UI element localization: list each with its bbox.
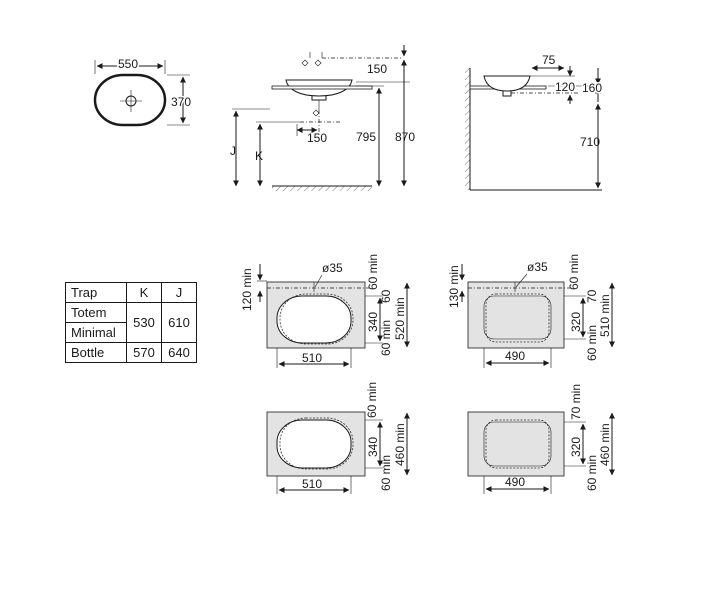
dim-overall-d: 460 min	[598, 423, 612, 466]
dim-gap-b: 70	[585, 289, 599, 303]
side-view: 75 120 160 710	[465, 53, 604, 191]
dim-710: 710	[580, 135, 600, 149]
table-header-j: J	[161, 282, 197, 303]
table-row: Bottle 570 640	[65, 342, 197, 363]
dim-overall-c: 460 min	[393, 423, 407, 466]
dim-top-min-a: 120 min	[240, 268, 254, 311]
trap-table: Trap K J Totem 530 610 Minimal Bottle 57…	[65, 282, 197, 363]
basin-outline-top	[93, 73, 167, 127]
dim-bottom-b: 60 min	[585, 325, 599, 361]
basin-rect-b	[485, 293, 550, 343]
dim-75: 75	[542, 53, 556, 67]
table-cell-bottle: Bottle	[65, 342, 127, 363]
table-header-k: K	[126, 282, 162, 303]
dim-top-d: 70 min	[569, 384, 583, 420]
dim-width-b: 490	[505, 349, 525, 363]
table-cell-k: 530	[126, 302, 162, 343]
dim-150-offset: 150	[307, 131, 327, 145]
table-cell-minimal: Minimal	[65, 322, 127, 343]
dim-height-b: 320	[569, 312, 583, 332]
dim-795: 795	[356, 130, 376, 144]
basin-oval-a	[276, 295, 352, 344]
dim-right-top-a: 60 min	[366, 254, 380, 290]
dim-width-a: 510	[302, 351, 322, 365]
basin-oval-c	[276, 419, 352, 469]
dim-bottom-a: 60 min	[379, 320, 393, 356]
dim-bottom-d: 60 min	[585, 455, 599, 491]
dim-k: K	[255, 149, 263, 163]
dim-j: J	[230, 144, 236, 158]
dim-height-a: 340	[366, 312, 380, 332]
table-cell-j: 640	[161, 342, 197, 363]
dim-top-min-b: 130 min	[447, 265, 461, 308]
table-row: Totem 530 610	[65, 302, 197, 343]
table-header-trap: Trap	[65, 282, 127, 303]
dim-150-rim: 150	[367, 62, 387, 76]
basin-rect-d	[485, 419, 550, 469]
table-cell-k: 570	[126, 342, 162, 363]
dim-870: 870	[395, 130, 415, 144]
dim-overall-a: 520 min	[393, 297, 407, 340]
dim-overall-b: 510 min	[598, 294, 612, 337]
cutout-c: 60 min 340 460 min 60 min 510	[266, 382, 410, 494]
table-cell-totem: Totem	[65, 302, 127, 323]
dim-height-d: 320	[569, 437, 583, 457]
front-view: 150 795 870 J K 150	[230, 45, 415, 191]
basin-profile-side	[483, 75, 531, 92]
dim-width-c: 510	[302, 477, 322, 491]
dim-120: 120	[555, 80, 575, 94]
dim-160: 160	[582, 81, 602, 95]
dim-top-c: 60 min	[365, 382, 379, 418]
cutout-b: ø35 130 min 60 min 70 320 510 min 60 min…	[447, 254, 615, 368]
dim-height-c: 340	[366, 437, 380, 457]
cutout-d: 70 min 320 460 min 60 min 490	[467, 384, 615, 494]
dim-width-d: 490	[505, 475, 525, 489]
countertop-front	[271, 85, 373, 90]
dim-width-550: 550	[118, 57, 138, 71]
dim-depth-370: 370	[171, 95, 191, 109]
hole-label-a: ø35	[322, 261, 343, 275]
dim-bottom-c: 60 min	[379, 455, 393, 491]
top-view: 550 370	[93, 56, 193, 127]
table-cell-j: 610	[161, 302, 197, 343]
hole-label-b: ø35	[527, 260, 548, 274]
dim-right-top-b: 60 min	[567, 254, 581, 290]
table-header-row: Trap K J	[65, 282, 197, 303]
cutout-a: ø35 120 min 60 min 60 340 520 min 60 min…	[240, 254, 410, 368]
